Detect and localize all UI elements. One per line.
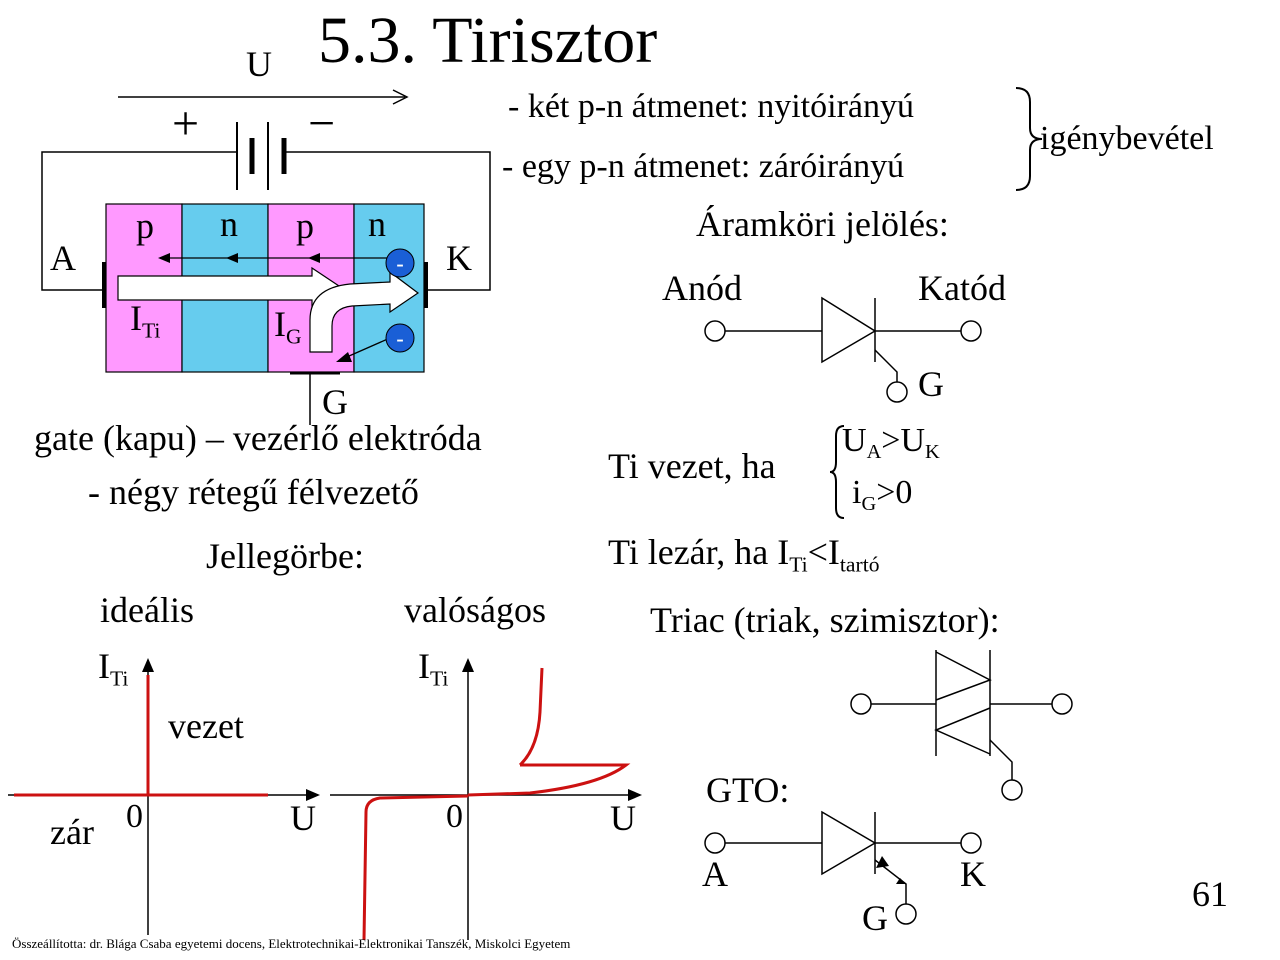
gate-description: gate (kapu) – vezérlő elektróda <box>34 418 482 458</box>
triac-heading: Triac (triak, szimisztor): <box>650 600 1000 640</box>
ideal-label: ideális <box>100 590 194 630</box>
bullet-forward-junctions: - két p-n átmenet: nyitóirányú <box>508 88 914 125</box>
layer-label-n1: n <box>220 204 238 244</box>
slide-title: 5.3. Tirisztor <box>318 4 658 77</box>
gto-symbol <box>704 810 982 925</box>
real-y-axis-label: ITi <box>418 646 449 691</box>
battery-minus: − <box>308 97 336 150</box>
svg-text:-: - <box>396 326 403 351</box>
symbol-cathode-label: Katód <box>918 268 1006 308</box>
symbol-heading: Áramköri jelölés: <box>696 204 949 244</box>
ideal-off-label: zár <box>50 812 94 852</box>
battery-icon <box>236 122 287 190</box>
anode-terminal-label: A <box>50 238 76 278</box>
real-reverse-curve <box>362 794 469 940</box>
layer-label-p1: p <box>136 206 154 246</box>
real-label: valóságos <box>404 590 546 630</box>
ideal-on-label: vezet <box>168 706 244 746</box>
left-brace-icon <box>829 425 845 519</box>
conduct-condition-gate: iG>0 <box>852 474 913 516</box>
ideal-origin-label: 0 <box>126 798 143 835</box>
brace-label: igénybevétel <box>1040 120 1214 157</box>
layer-label-p2: p <box>296 206 314 246</box>
gto-anode-label: A <box>702 854 728 894</box>
ideal-y-axis-label: ITi <box>98 646 129 691</box>
gate-current-label: IG <box>274 304 302 349</box>
bullet-reverse-junction: - egy p-n átmenet: záróirányú <box>502 148 905 185</box>
real-forward-curve <box>467 763 631 797</box>
electron-2 <box>385 323 415 353</box>
main-current-label: ITi <box>130 298 161 343</box>
real-on-branch <box>518 667 544 767</box>
symbol-anode-label: Anód <box>662 268 742 308</box>
battery-plus: + <box>172 97 200 150</box>
voltage-label: U <box>246 44 272 84</box>
real-origin-label: 0 <box>446 798 463 835</box>
gate-current-arrow <box>309 270 420 353</box>
cathode-terminal-label: K <box>446 238 472 278</box>
svg-text:-: - <box>396 251 403 276</box>
gto-gate-label: G <box>862 898 888 938</box>
triac-symbol <box>850 650 1073 801</box>
curves-heading: Jellegörbe: <box>206 536 364 576</box>
page-number: 61 <box>1192 874 1228 914</box>
ideal-x-axis-label: U <box>290 798 316 838</box>
conduct-condition-voltage: UA>UK <box>842 422 940 464</box>
electron-1 <box>385 248 415 278</box>
four-layer-description: - négy rétegű félvezető <box>88 472 419 512</box>
thyristor-structure-diagram: - - <box>41 89 491 425</box>
real-x-axis-label: U <box>610 798 636 838</box>
brace-icon <box>1015 87 1043 191</box>
footer-credit: Összeállította: dr. Blága Csaba egyetemi… <box>12 936 571 951</box>
conduct-prefix: Ti vezet, ha <box>608 446 776 486</box>
gate-terminal-label: G <box>322 382 348 422</box>
thyristor-symbol <box>704 296 982 403</box>
layer-label-n2: n <box>368 204 386 244</box>
characteristic-curves <box>8 658 642 940</box>
gto-heading: GTO: <box>706 770 790 810</box>
turnoff-condition: Ti lezár, ha ITi<Itartó <box>608 532 880 577</box>
symbol-gate-label: G <box>918 364 944 404</box>
gto-cathode-label: K <box>960 854 986 894</box>
